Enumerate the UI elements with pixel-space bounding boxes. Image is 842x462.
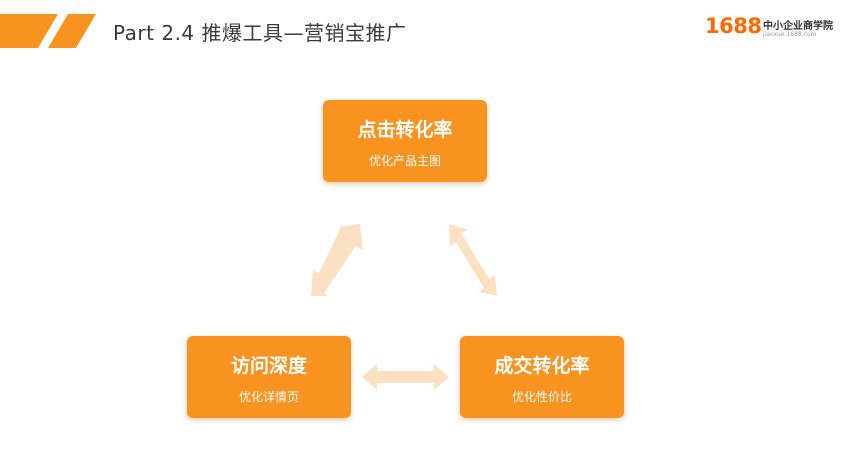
node-visit-depth: 访问深度 优化详情页 [187, 336, 351, 418]
node-subtitle: 优化详情页 [238, 390, 299, 404]
arrow-left-right [362, 364, 449, 390]
node-subtitle: 优化性价比 [511, 390, 572, 404]
node-click-conversion: 点击转化率 优化产品主图 [323, 100, 487, 182]
title-stripes-decoration [0, 14, 96, 48]
arrow-top-left [311, 223, 363, 296]
page-title: Part 2.4 推爆工具—营销宝推广 [113, 21, 407, 45]
arrow-top-right [449, 224, 497, 296]
logo-number: 1688 [705, 14, 762, 38]
node-title: 访问深度 [230, 355, 307, 377]
node-title: 点击转化率 [357, 119, 453, 141]
logo-url: jiaoxue.1688.com [763, 31, 817, 38]
node-deal-conversion: 成交转化率 优化性价比 [460, 336, 624, 418]
logo-name: 中小企业商学院 [763, 21, 833, 32]
node-subtitle: 优化产品主图 [368, 154, 441, 168]
logo-1688: 1688 中小企业商学院 jiaoxue.1688.com [705, 14, 835, 44]
node-title: 成交转化率 [494, 355, 590, 377]
